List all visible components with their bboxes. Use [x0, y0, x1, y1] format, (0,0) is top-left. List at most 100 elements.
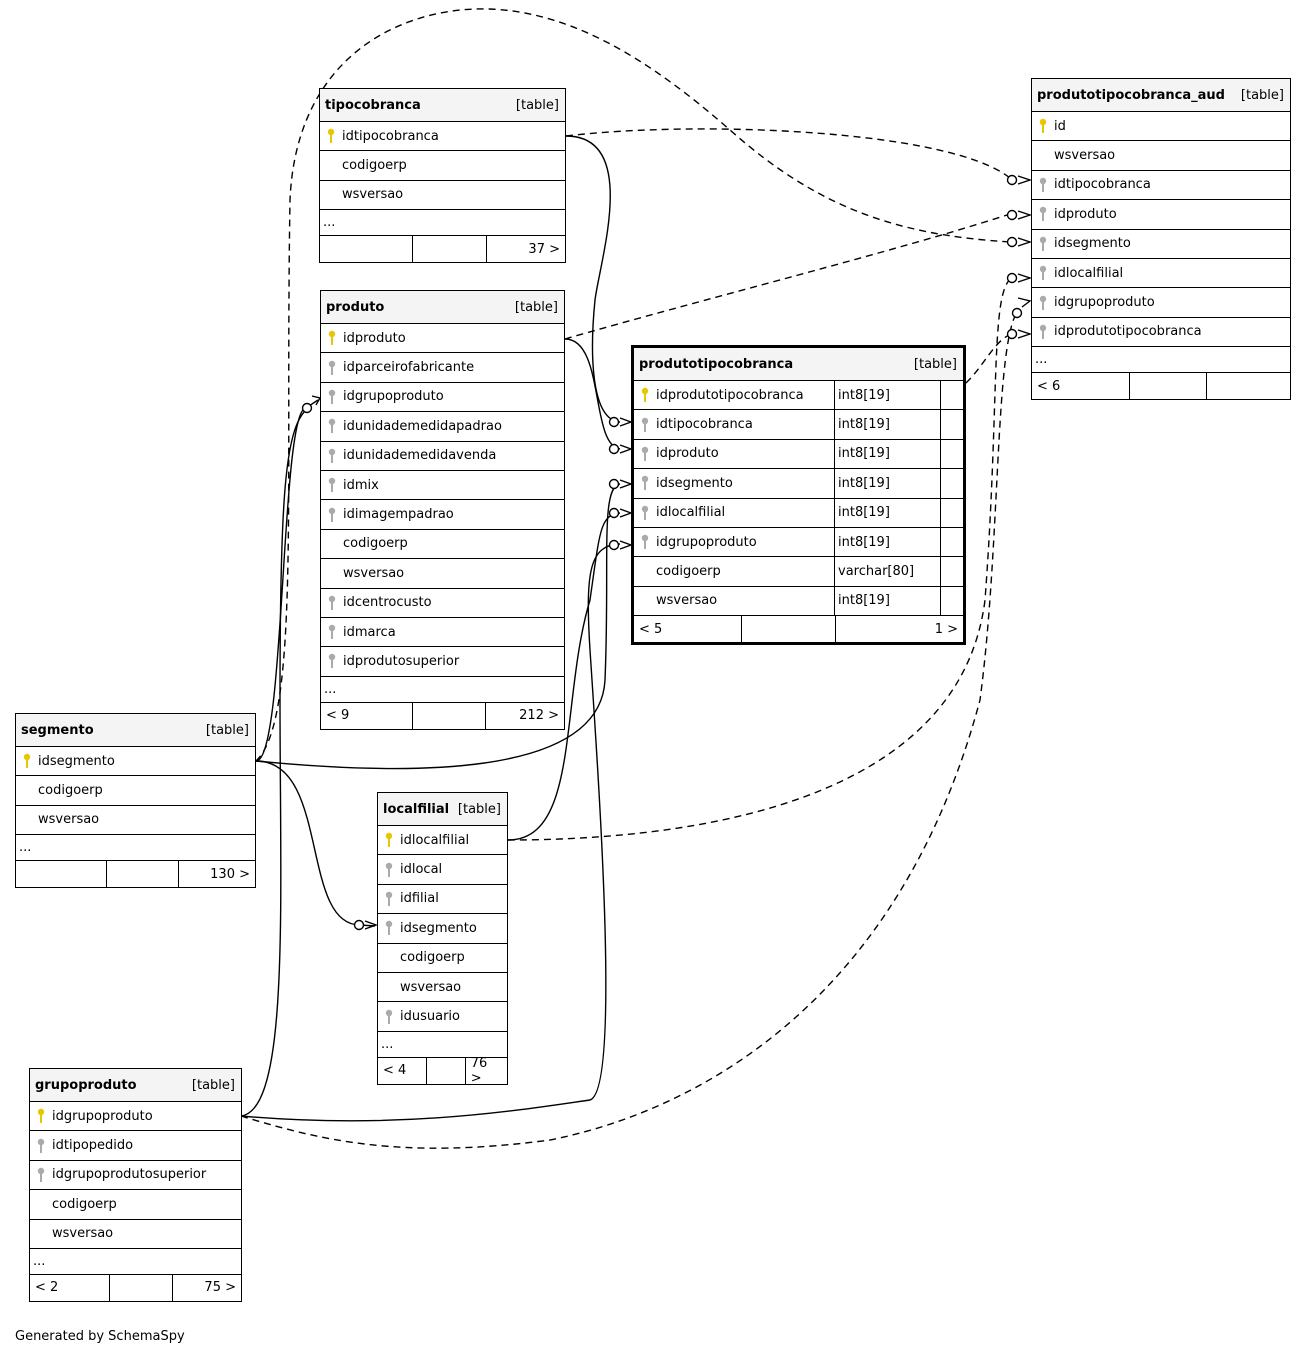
column-name: idlocal	[400, 862, 443, 878]
table-produtotipocobranca-aud[interactable]: produtotipocobranca_aud[table] id wsversa…	[1031, 78, 1291, 401]
parent-count: < 4	[378, 1057, 428, 1084]
column-row[interactable]: idlocal	[378, 855, 507, 885]
column-row[interactable]: idparceirofabricante	[321, 353, 564, 383]
footer-cell	[413, 702, 487, 729]
column-row[interactable]: idproduto	[321, 324, 564, 354]
footer-cell	[107, 861, 179, 888]
column-name: wsversao	[342, 187, 404, 203]
column-row[interactable]: id	[1032, 112, 1290, 142]
column-row[interactable]: codigoerp	[321, 530, 564, 560]
column-row[interactable]: idgrupoproduto	[1032, 288, 1290, 318]
column-row[interactable]: idmix	[321, 471, 564, 501]
foreign-key-icon	[321, 448, 343, 464]
edge-tipocobranca-produtotipocobranca	[565, 135, 621, 423]
column-row[interactable]: wsversao	[321, 559, 564, 589]
primary-key-icon	[320, 128, 342, 144]
column-row[interactable]: idprodutosuperior	[321, 647, 564, 677]
column-row[interactable]: idtipocobranca	[1032, 171, 1290, 201]
table-name: segmento	[21, 722, 94, 738]
more-columns-ellipsis: ...	[320, 210, 565, 237]
column-name: wsversao	[400, 979, 462, 995]
column-name: idlocalfilial	[400, 832, 470, 848]
column-type: int8[19]	[834, 469, 940, 498]
column-row[interactable]: wsversao	[1032, 141, 1290, 171]
parent-count: < 9	[321, 702, 414, 729]
edge-end-circle	[301, 402, 313, 414]
table-type: [table]	[514, 299, 558, 315]
column-row[interactable]: idsegmento	[1032, 230, 1290, 259]
table-footer: < 6	[1032, 373, 1290, 400]
column-type: int8[19]	[834, 381, 940, 410]
row-count: 76 >	[470, 1055, 488, 1086]
column-row[interactable]: idgrupoprodutosuperior	[30, 1161, 241, 1191]
crow-foot	[1017, 210, 1033, 220]
column-row[interactable]: wsversao	[378, 973, 507, 1003]
column-name: codigoerp	[400, 950, 465, 966]
column-row[interactable]: idgrupoproduto	[30, 1102, 241, 1132]
column-spacer	[940, 527, 963, 557]
column-row[interactable]: idfilial	[378, 885, 507, 915]
foreign-key-icon	[378, 891, 400, 907]
parent-count: < 5	[634, 616, 742, 643]
column-row[interactable]: idprodutotipocobranca	[1032, 318, 1290, 348]
table-produtotipocobranca[interactable]: produtotipocobranca[table] idprodutotipo…	[631, 345, 966, 646]
column-row[interactable]: idlocalfilial	[378, 826, 507, 856]
column-name: wsversao	[1054, 148, 1116, 164]
foreign-key-icon	[1032, 177, 1054, 193]
table-type: [table]	[205, 722, 249, 738]
column-row[interactable]: codigoerp	[16, 776, 255, 806]
column-row[interactable]: codigoerp	[320, 151, 565, 181]
column-row[interactable]: idproduto	[1032, 200, 1290, 230]
crow-foot	[364, 920, 379, 930]
foreign-key-icon	[321, 653, 343, 669]
column-name: codigoerp	[342, 158, 407, 174]
table-tipocobranca[interactable]: tipocobranca[table] idtipocobranca codigo…	[319, 88, 566, 264]
column-row[interactable]: codigoerp	[378, 944, 507, 973]
table-header: produtotipocobranca_aud[table]	[1032, 79, 1290, 112]
table-header: tipocobranca[table]	[320, 89, 565, 122]
column-type: int8[19]	[834, 586, 940, 616]
edge-tipocobranca-aud	[565, 128, 1011, 179]
column-row[interactable]: idunidademedidapadrao	[321, 412, 564, 442]
column-name: idmix	[343, 477, 379, 493]
column-row[interactable]: idtipopedido	[30, 1131, 241, 1161]
column-row[interactable]: idmarca	[321, 618, 564, 648]
column-row[interactable]: idgrupoproduto	[321, 383, 564, 413]
column-name: idusuario	[400, 1009, 460, 1025]
table-type: [table]	[515, 97, 559, 113]
column-name: wsversao	[656, 593, 718, 609]
column-row[interactable]: idsegmento	[16, 747, 255, 777]
row-count: 37 >	[528, 241, 560, 257]
column-row[interactable]: idimagempadrao	[321, 500, 564, 530]
table-type: [table]	[1240, 87, 1284, 103]
column-row[interactable]: wsversao	[320, 181, 565, 211]
column-row[interactable]: idtipocobranca	[320, 122, 565, 152]
column-row[interactable]: wsversao	[30, 1220, 241, 1249]
column-row[interactable]: idunidademedidavenda	[321, 442, 564, 471]
column-row[interactable]: idlocalfilial	[1032, 259, 1290, 289]
column-name: idprodutotipocobranca	[1054, 324, 1202, 340]
edge-grupoproduto-produtotipocobranca	[240, 543, 621, 1122]
edge-end-circle	[608, 539, 620, 551]
column-row[interactable]: idusuario	[378, 1002, 507, 1032]
column-name: idgrupoproduto	[343, 389, 444, 405]
column-spacer	[940, 586, 963, 616]
column-row[interactable]: idsegmento	[378, 914, 507, 944]
column-row[interactable]: wsversao int8[19]	[634, 586, 963, 617]
edge-produto-aud	[564, 213, 1011, 340]
column-row[interactable]: wsversao	[16, 806, 255, 836]
column-row[interactable]: codigoerp	[30, 1190, 241, 1220]
column-row[interactable]: idcentrocusto	[321, 589, 564, 618]
edge-end-circle	[353, 919, 365, 931]
